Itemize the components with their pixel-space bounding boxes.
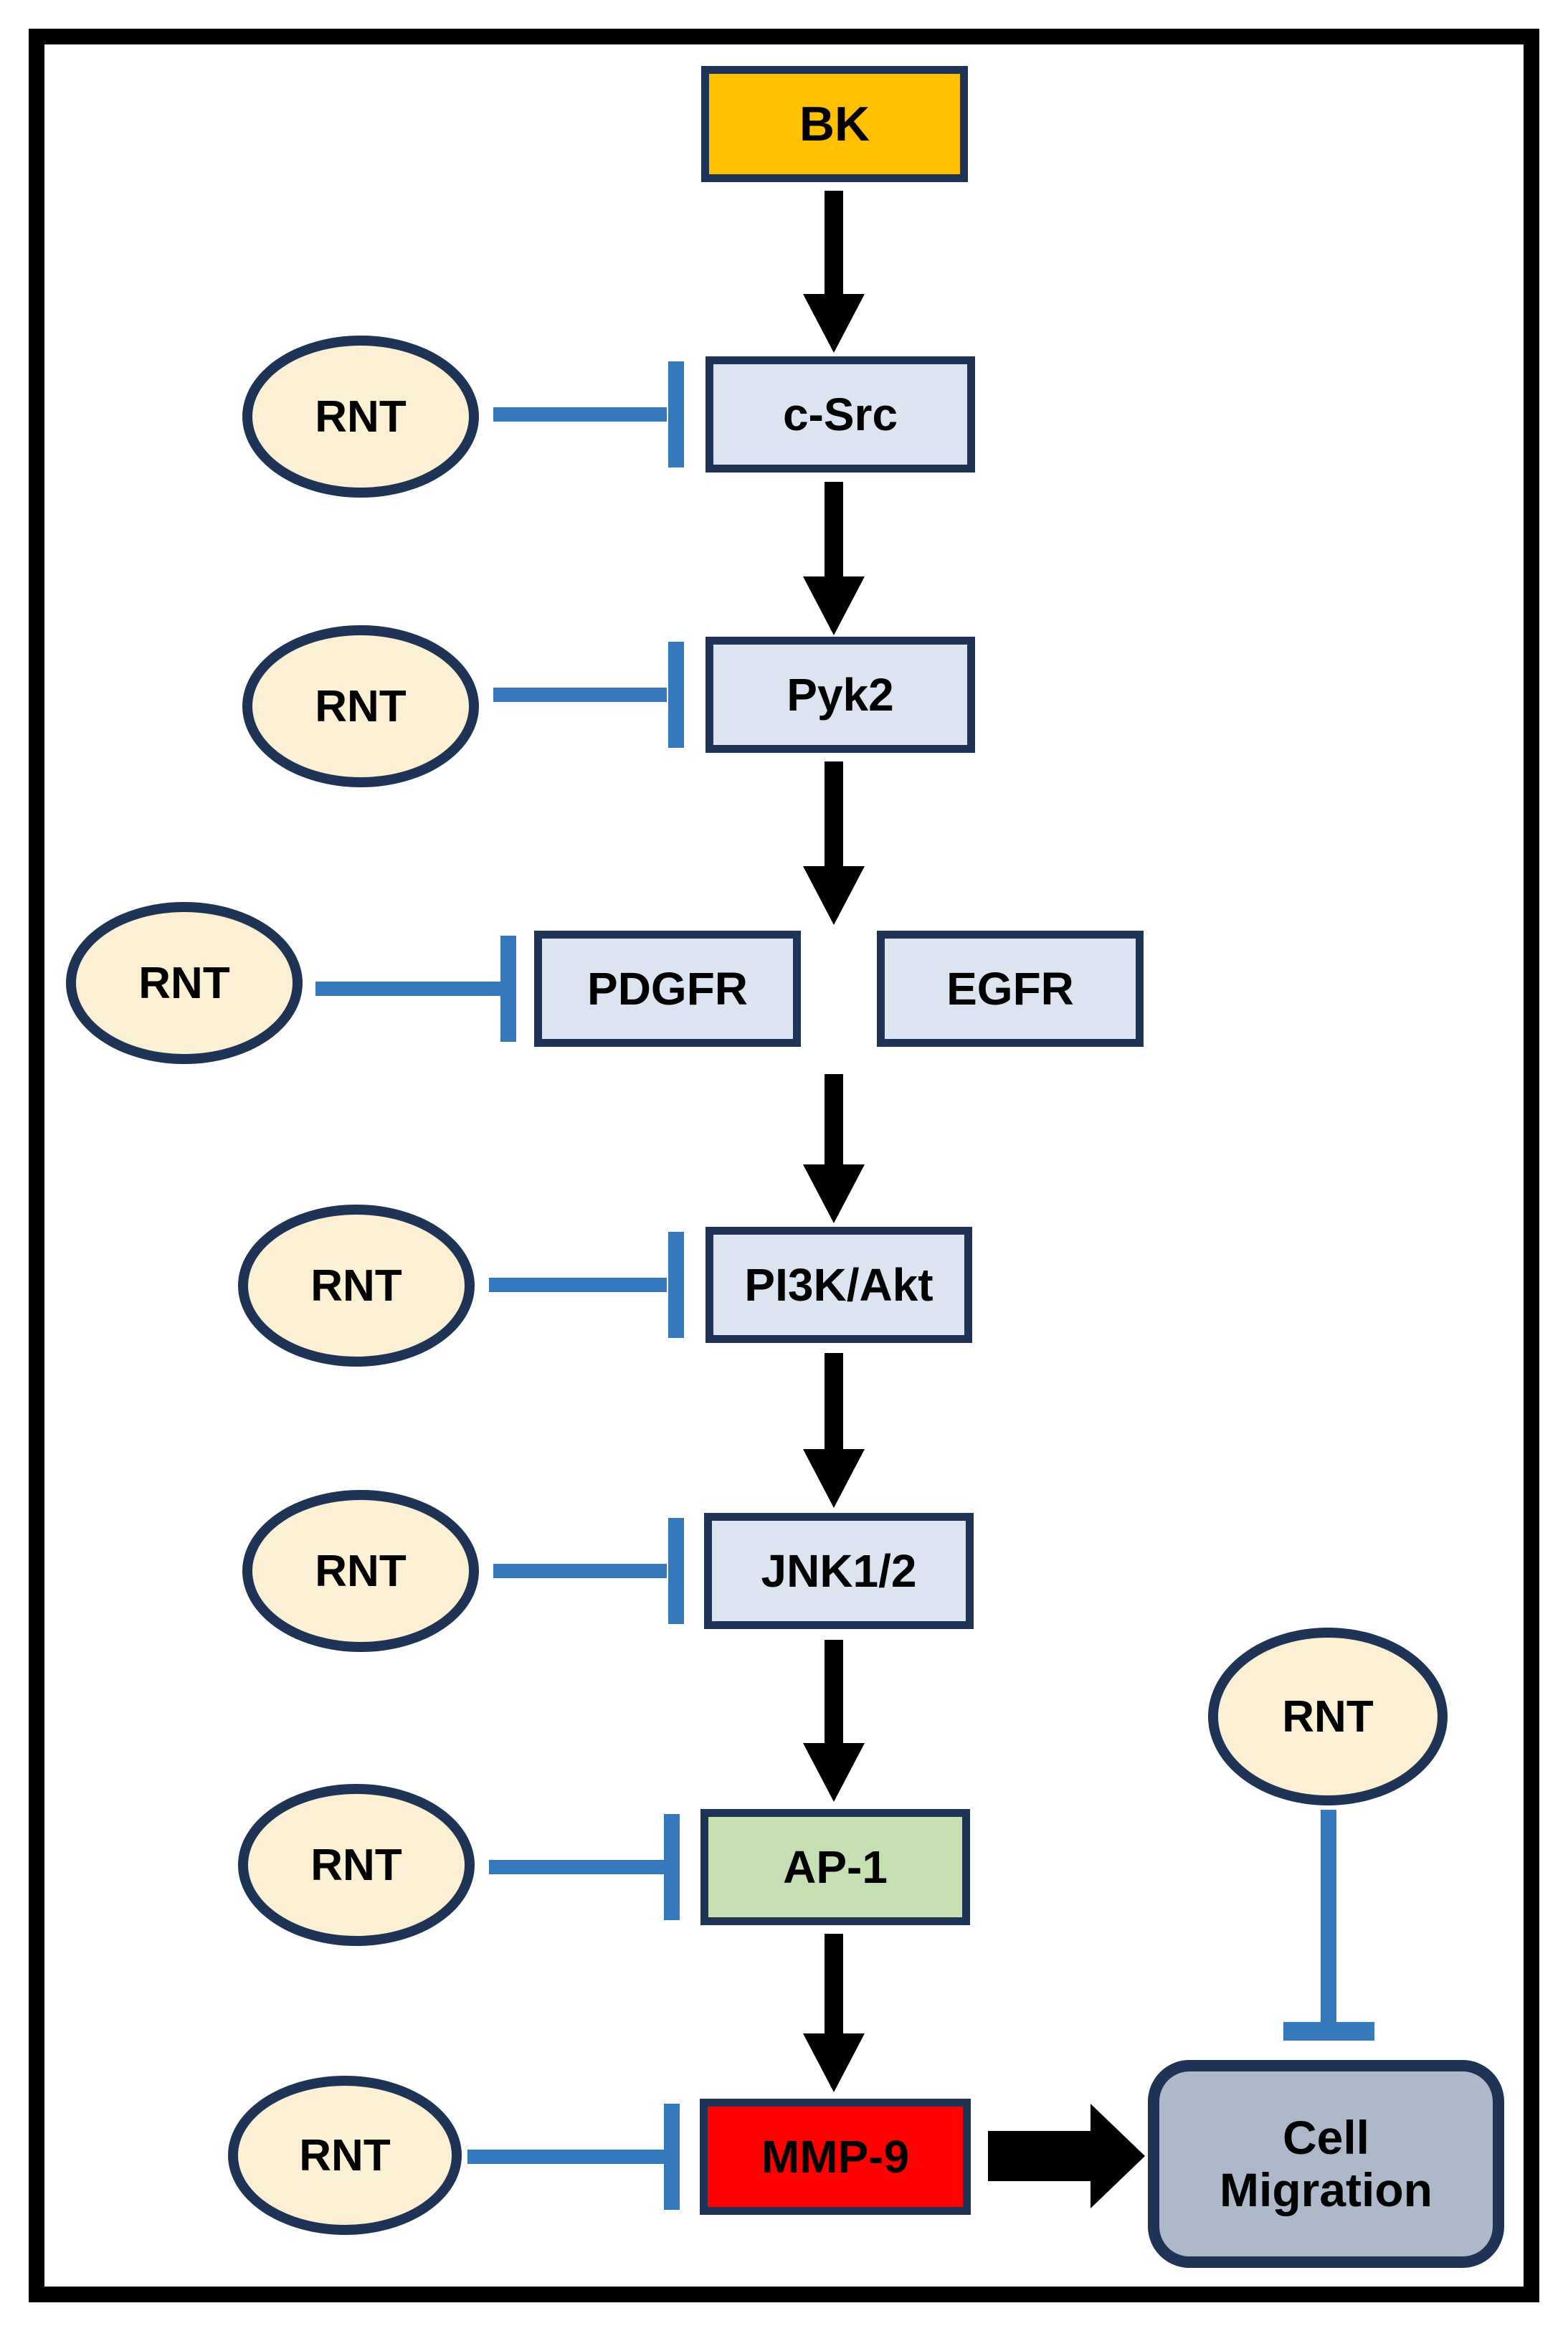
arrow-jnk-to-ap1-shaft <box>825 1640 843 1747</box>
inhibit-tbar-pi3k <box>668 1232 684 1338</box>
arrow-pi3k-to-jnk-head <box>803 1449 865 1508</box>
rnt-ellipse-migration: RNT <box>1208 1628 1448 1805</box>
node-ap1: AP-1 <box>700 1809 970 1925</box>
rnt-ellipse-csrc: RNT <box>242 336 479 498</box>
arrow-pyk2-to-receptors-head <box>803 866 865 925</box>
arrow-bk-to-csrc-shaft <box>825 191 843 297</box>
arrow-pi3k-to-jnk-shaft <box>825 1353 843 1453</box>
inhibit-tbar-mmp9 <box>664 2104 680 2210</box>
node-pi3k-akt: PI3K/Akt <box>705 1227 972 1343</box>
arrow-pyk2-to-receptors-shaft <box>825 761 843 870</box>
arrow-mmp9-to-migration-shaft <box>988 2131 1093 2181</box>
arrow-ap1-to-mmp9-head <box>803 2033 865 2092</box>
node-mmp9: MMP-9 <box>700 2099 971 2215</box>
rnt-ellipse-pdgfr: RNT <box>66 902 303 1064</box>
node-egfr: EGFR <box>877 931 1144 1047</box>
rnt-ellipse-pyk2: RNT <box>242 625 479 787</box>
arrow-jnk-to-ap1-head <box>803 1743 865 1802</box>
node-csrc: c-Src <box>705 356 975 473</box>
node-pdgfr: PDGFR <box>534 931 801 1047</box>
inhibit-line-csrc <box>493 407 667 422</box>
rnt-ellipse-ap1: RNT <box>238 1784 475 1946</box>
inhibit-line-pi3k <box>489 1278 667 1292</box>
inhibit-line-ap1 <box>489 1860 664 1874</box>
inhibit-line-migration <box>1321 1810 1336 2023</box>
rnt-ellipse-jnk: RNT <box>242 1490 479 1652</box>
node-jnk12: JNK1/2 <box>704 1513 974 1629</box>
inhibit-line-jnk <box>493 1564 667 1578</box>
inhibit-tbar-csrc <box>668 361 684 467</box>
inhibit-line-pyk2 <box>493 688 667 702</box>
node-bk: BK <box>701 66 968 182</box>
arrow-receptors-to-pi3k-shaft <box>825 1074 843 1169</box>
arrow-bk-to-csrc-head <box>803 294 865 353</box>
inhibit-tbar-migration <box>1283 2022 1374 2041</box>
inhibit-line-mmp9 <box>467 2150 664 2164</box>
arrow-mmp9-to-migration-head <box>1091 2104 1145 2208</box>
inhibit-tbar-jnk <box>668 1518 684 1624</box>
rnt-ellipse-mmp9: RNT <box>228 2076 462 2235</box>
arrow-receptors-to-pi3k-head <box>803 1164 865 1223</box>
arrow-csrc-to-pyk2-shaft <box>825 482 843 581</box>
inhibit-tbar-pyk2 <box>668 642 684 748</box>
arrow-ap1-to-mmp9-shaft <box>825 1934 843 2038</box>
node-cell-migration: Cell Migration <box>1148 2060 1504 2268</box>
rnt-ellipse-pi3k: RNT <box>238 1205 475 1367</box>
inhibit-tbar-pdgfr <box>500 936 516 1042</box>
diagram-border-frame <box>29 29 1539 2302</box>
arrow-csrc-to-pyk2-head <box>803 576 865 635</box>
node-pyk2: Pyk2 <box>705 637 975 753</box>
inhibit-line-pdgfr <box>315 982 502 996</box>
inhibit-tbar-ap1 <box>664 1814 680 1920</box>
